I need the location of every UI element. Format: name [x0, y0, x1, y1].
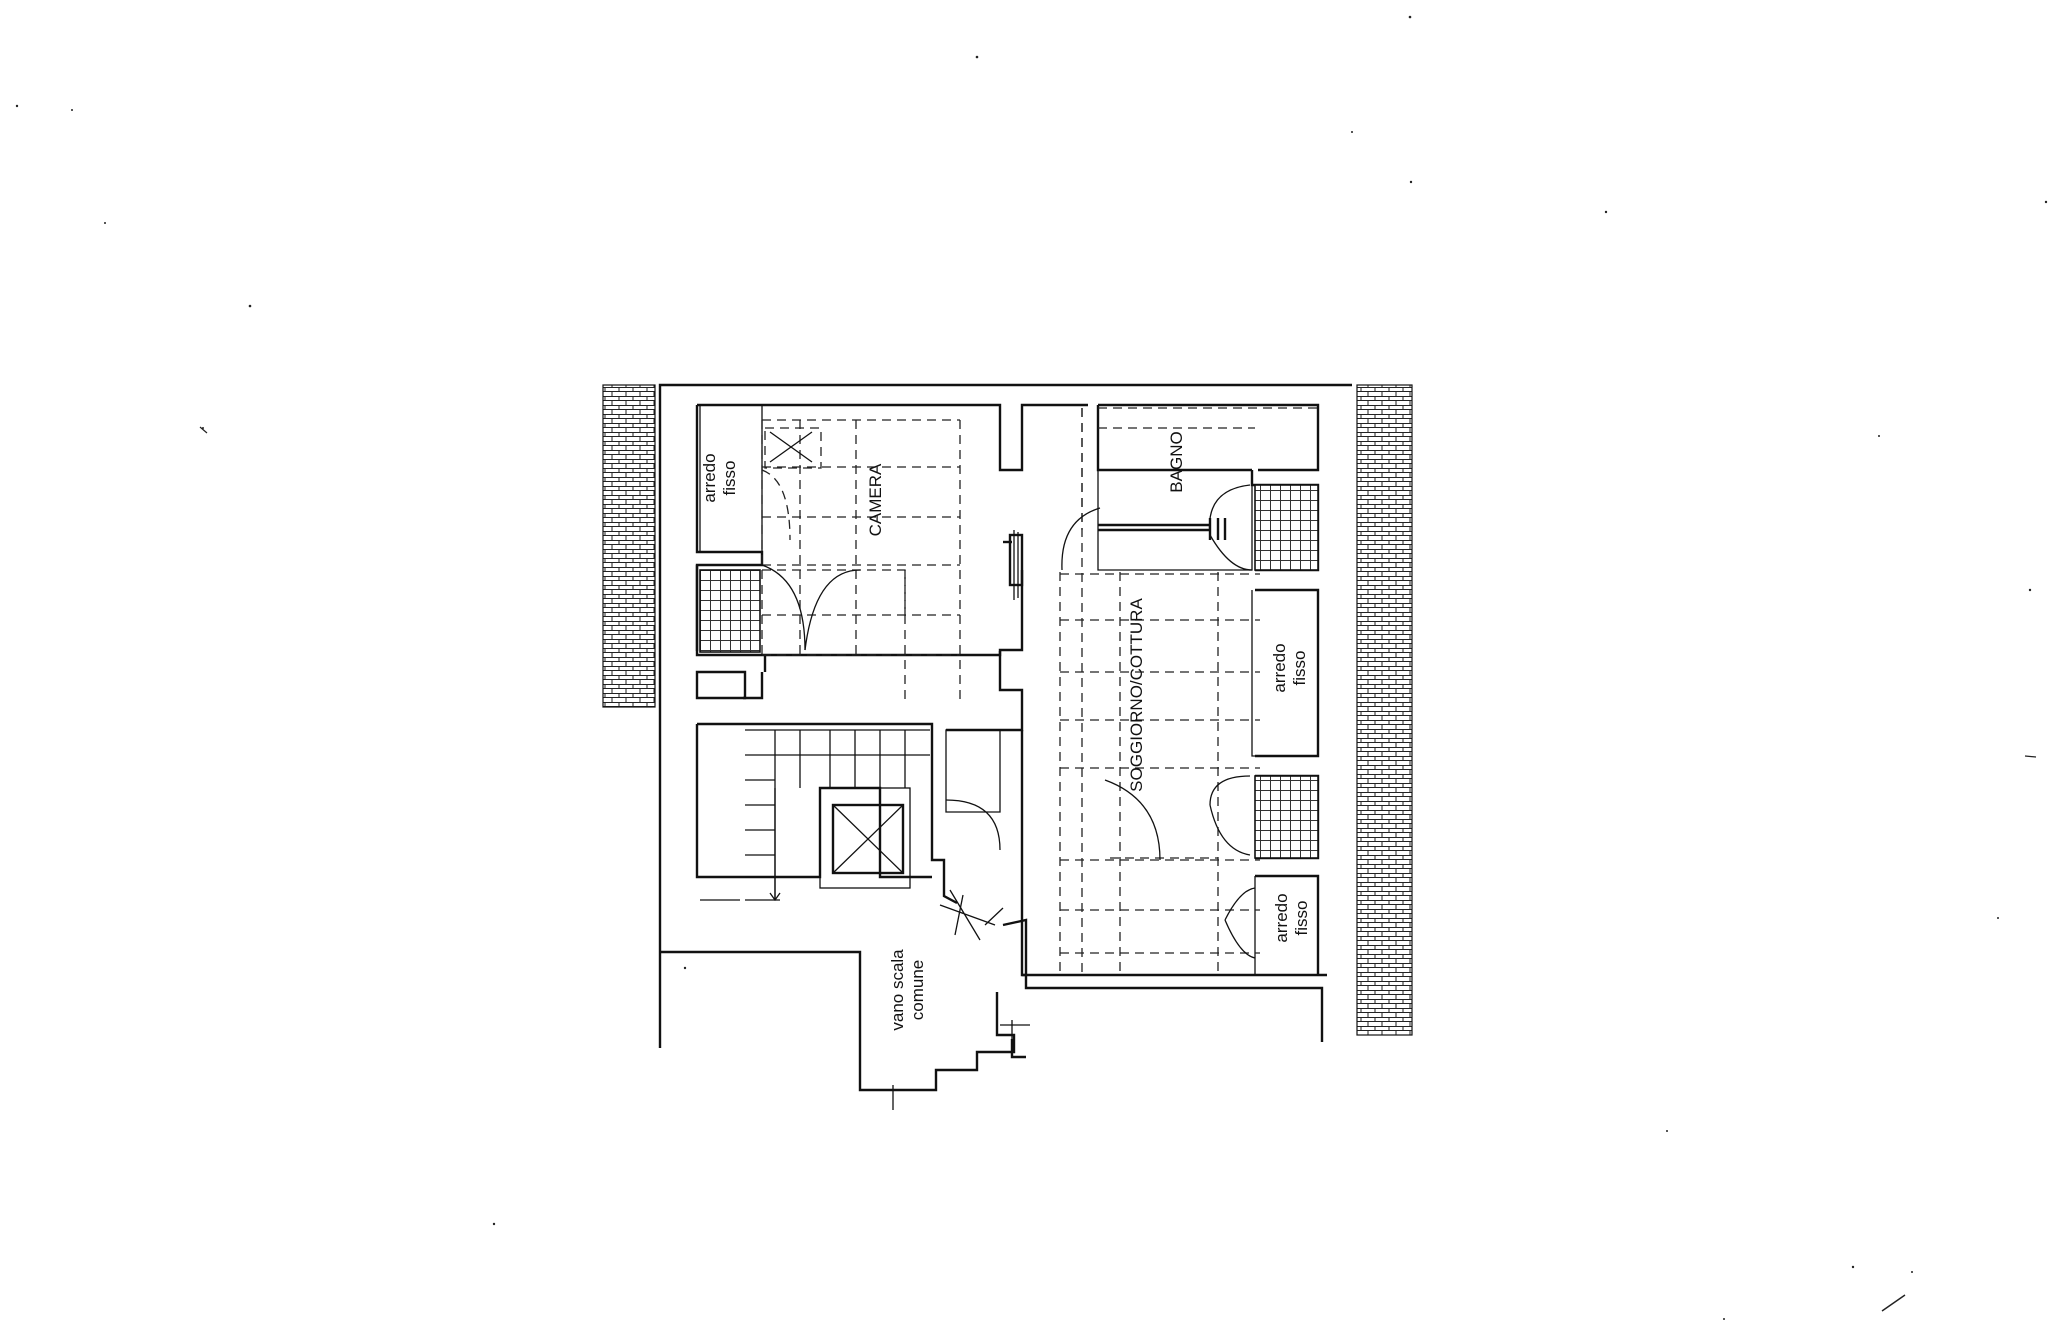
label-vano-scala-2: comune — [908, 960, 927, 1020]
label-camera: CAMERA — [866, 463, 885, 536]
label-arredo-left-2: fisso — [720, 461, 739, 496]
doors — [761, 469, 1256, 959]
scan-noise — [15, 15, 2048, 1320]
label-vano-scala-1: vano scala — [888, 949, 907, 1031]
shower-bagno — [1254, 484, 1319, 571]
tick-marks — [880, 894, 1030, 1110]
wall-element-corridor — [1003, 530, 1024, 600]
elevator-shaft — [819, 787, 911, 889]
label-arredo-right-low-1: arredo — [1272, 893, 1291, 942]
label-arredo-right-low-2: fisso — [1292, 901, 1311, 936]
shower-camera — [699, 569, 761, 653]
wardrobe-marker — [764, 427, 822, 469]
exterior-wall-left — [602, 384, 656, 708]
label-soggiorno-cottura: SOGGIORNO/COTTURA — [1127, 598, 1146, 792]
beam-lines — [761, 407, 1318, 975]
interior-walls — [695, 403, 1327, 977]
fixed-furniture — [699, 405, 1318, 975]
label-arredo-left-1: arredo — [700, 453, 719, 502]
label-arredo-right-mid-2: fisso — [1290, 651, 1309, 686]
label-arredo-right-mid-1: arredo — [1270, 643, 1289, 692]
exterior-wall-right — [1356, 384, 1413, 1036]
bath-partition — [1098, 518, 1227, 540]
tile-soggiorno — [1254, 775, 1319, 859]
staircase — [700, 729, 930, 902]
outer-walls — [658, 383, 1352, 1092]
label-bagno: BAGNO — [1167, 431, 1186, 492]
